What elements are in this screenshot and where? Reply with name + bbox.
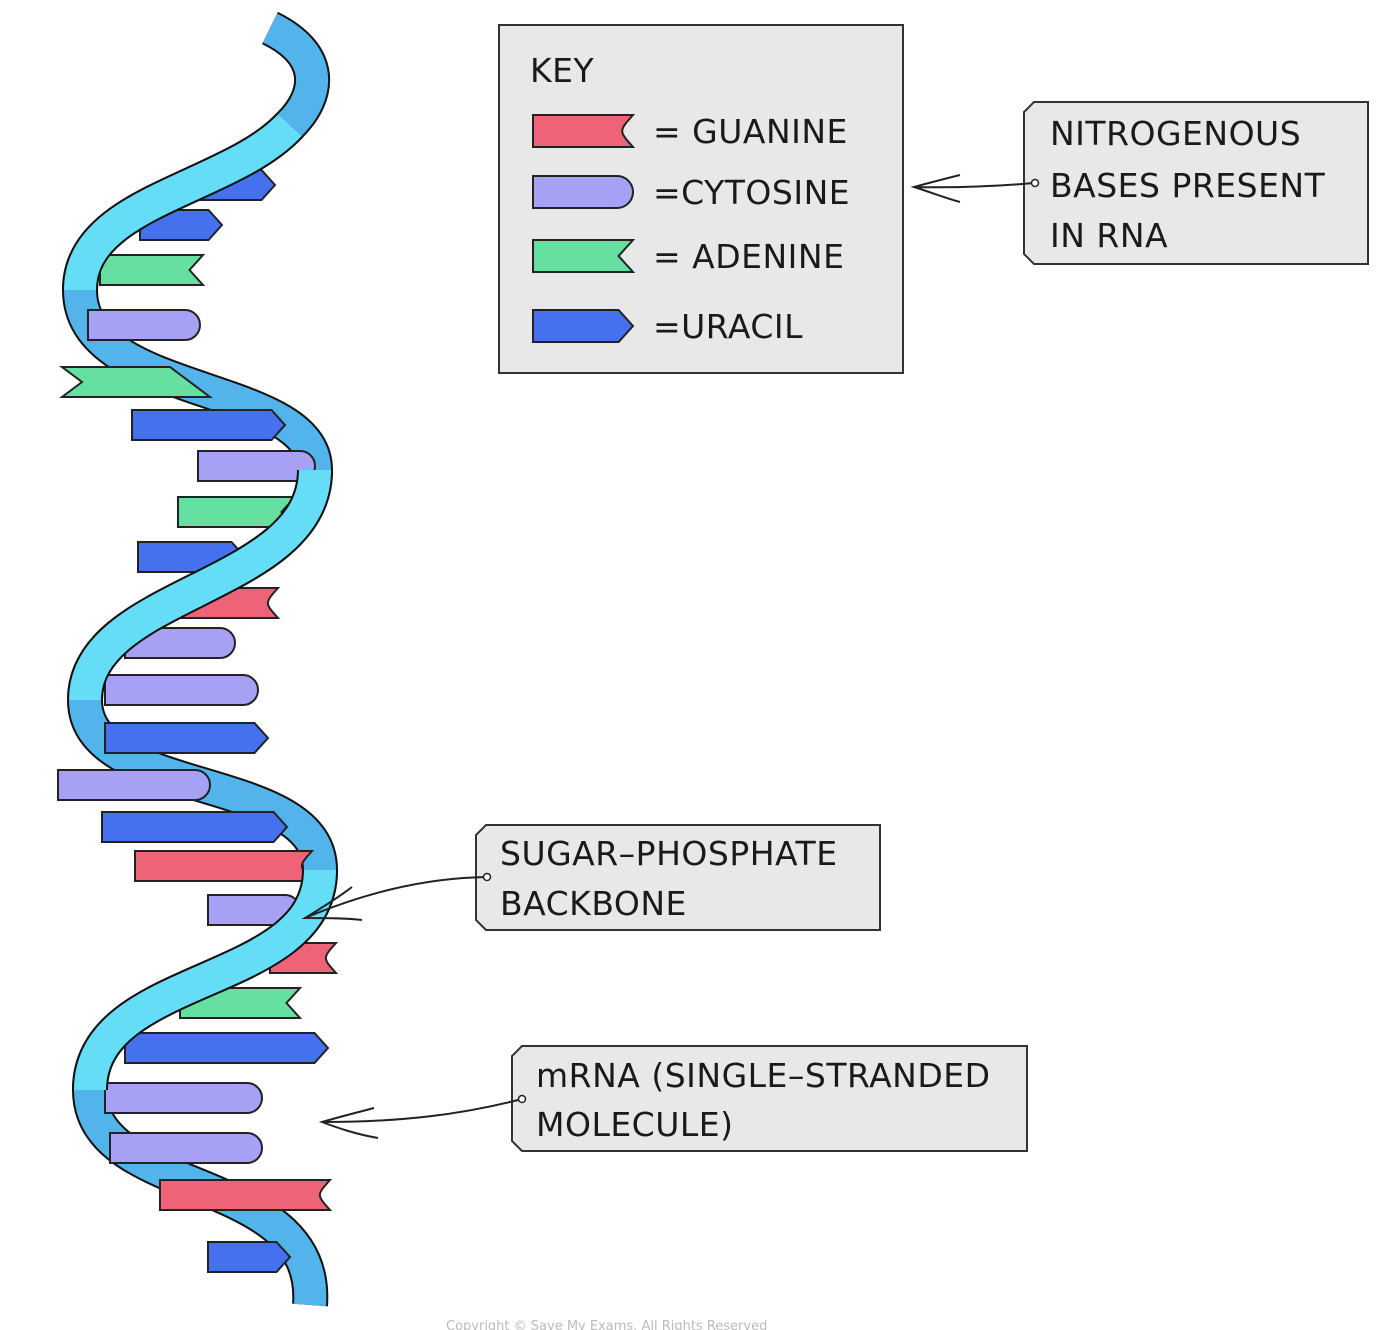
base-cytosine [124,627,236,659]
key-label: =URACIL [653,307,803,346]
arrow-icon [301,876,488,921]
callout-nitrogenous-bases: NITROGENOUS BASES PRESENT IN RNA [910,101,1369,265]
callout-text: BASES PRESENT [1050,166,1326,205]
callout-text: MOLECULE) [536,1105,734,1144]
callout-mrna: mRNA (SINGLE–STRANDED MOLECULE) [318,1045,1028,1152]
key-label: = ADENINE [653,237,844,276]
base-adenine [59,366,213,398]
backbone-front [69,468,331,702]
callout-text: IN RNA [1050,216,1168,255]
base-guanine [134,850,315,882]
base-uracil [131,409,287,441]
key-label: =CYTOSINE [653,173,850,212]
backbone-front [74,868,336,1092]
copyright-text: Copyright © Save My Exams. All Rights Re… [446,1319,767,1330]
callout-text: SUGAR–PHOSPHATE [500,834,838,873]
key-item-guanine: = GUANINE [532,112,848,151]
arrow-icon [318,1098,523,1139]
base-uracil [104,722,270,754]
base-cytosine [87,309,201,341]
callout-text: mRNA (SINGLE–STRANDED [536,1056,991,1095]
callout-backbone: SUGAR–PHOSPHATE BACKBONE [301,824,881,931]
key-title: KEY [530,51,594,90]
key-item-adenine: = ADENINE [532,237,844,276]
base-uracil [207,1241,292,1273]
key-label: = GUANINE [653,112,848,151]
cytosine-swatch [532,175,634,209]
rna-helix [57,11,339,1307]
key-item-cytosine: =CYTOSINE [532,173,850,212]
backbone-front [64,113,302,292]
base-cytosine [57,769,211,801]
base-cytosine [109,1132,263,1164]
base-cytosine [104,674,259,706]
key-box: KEY = GUANINE =CYTOSINE = ADENINE =URACIL [498,24,904,374]
callout-text: NITROGENOUS [1050,114,1301,153]
base-guanine [159,1179,333,1211]
backbone-front-segments [62,112,338,1092]
base-uracil [124,1032,330,1064]
uracil-swatch [532,309,635,343]
base-uracil [101,811,289,843]
base-adenine [99,254,206,286]
arrow-icon [910,174,1035,203]
base-cytosine [104,1082,263,1114]
adenine-swatch [532,239,636,273]
guanine-swatch [532,114,636,148]
key-item-uracil: =URACIL [532,307,803,346]
callout-text: BACKBONE [500,884,687,923]
